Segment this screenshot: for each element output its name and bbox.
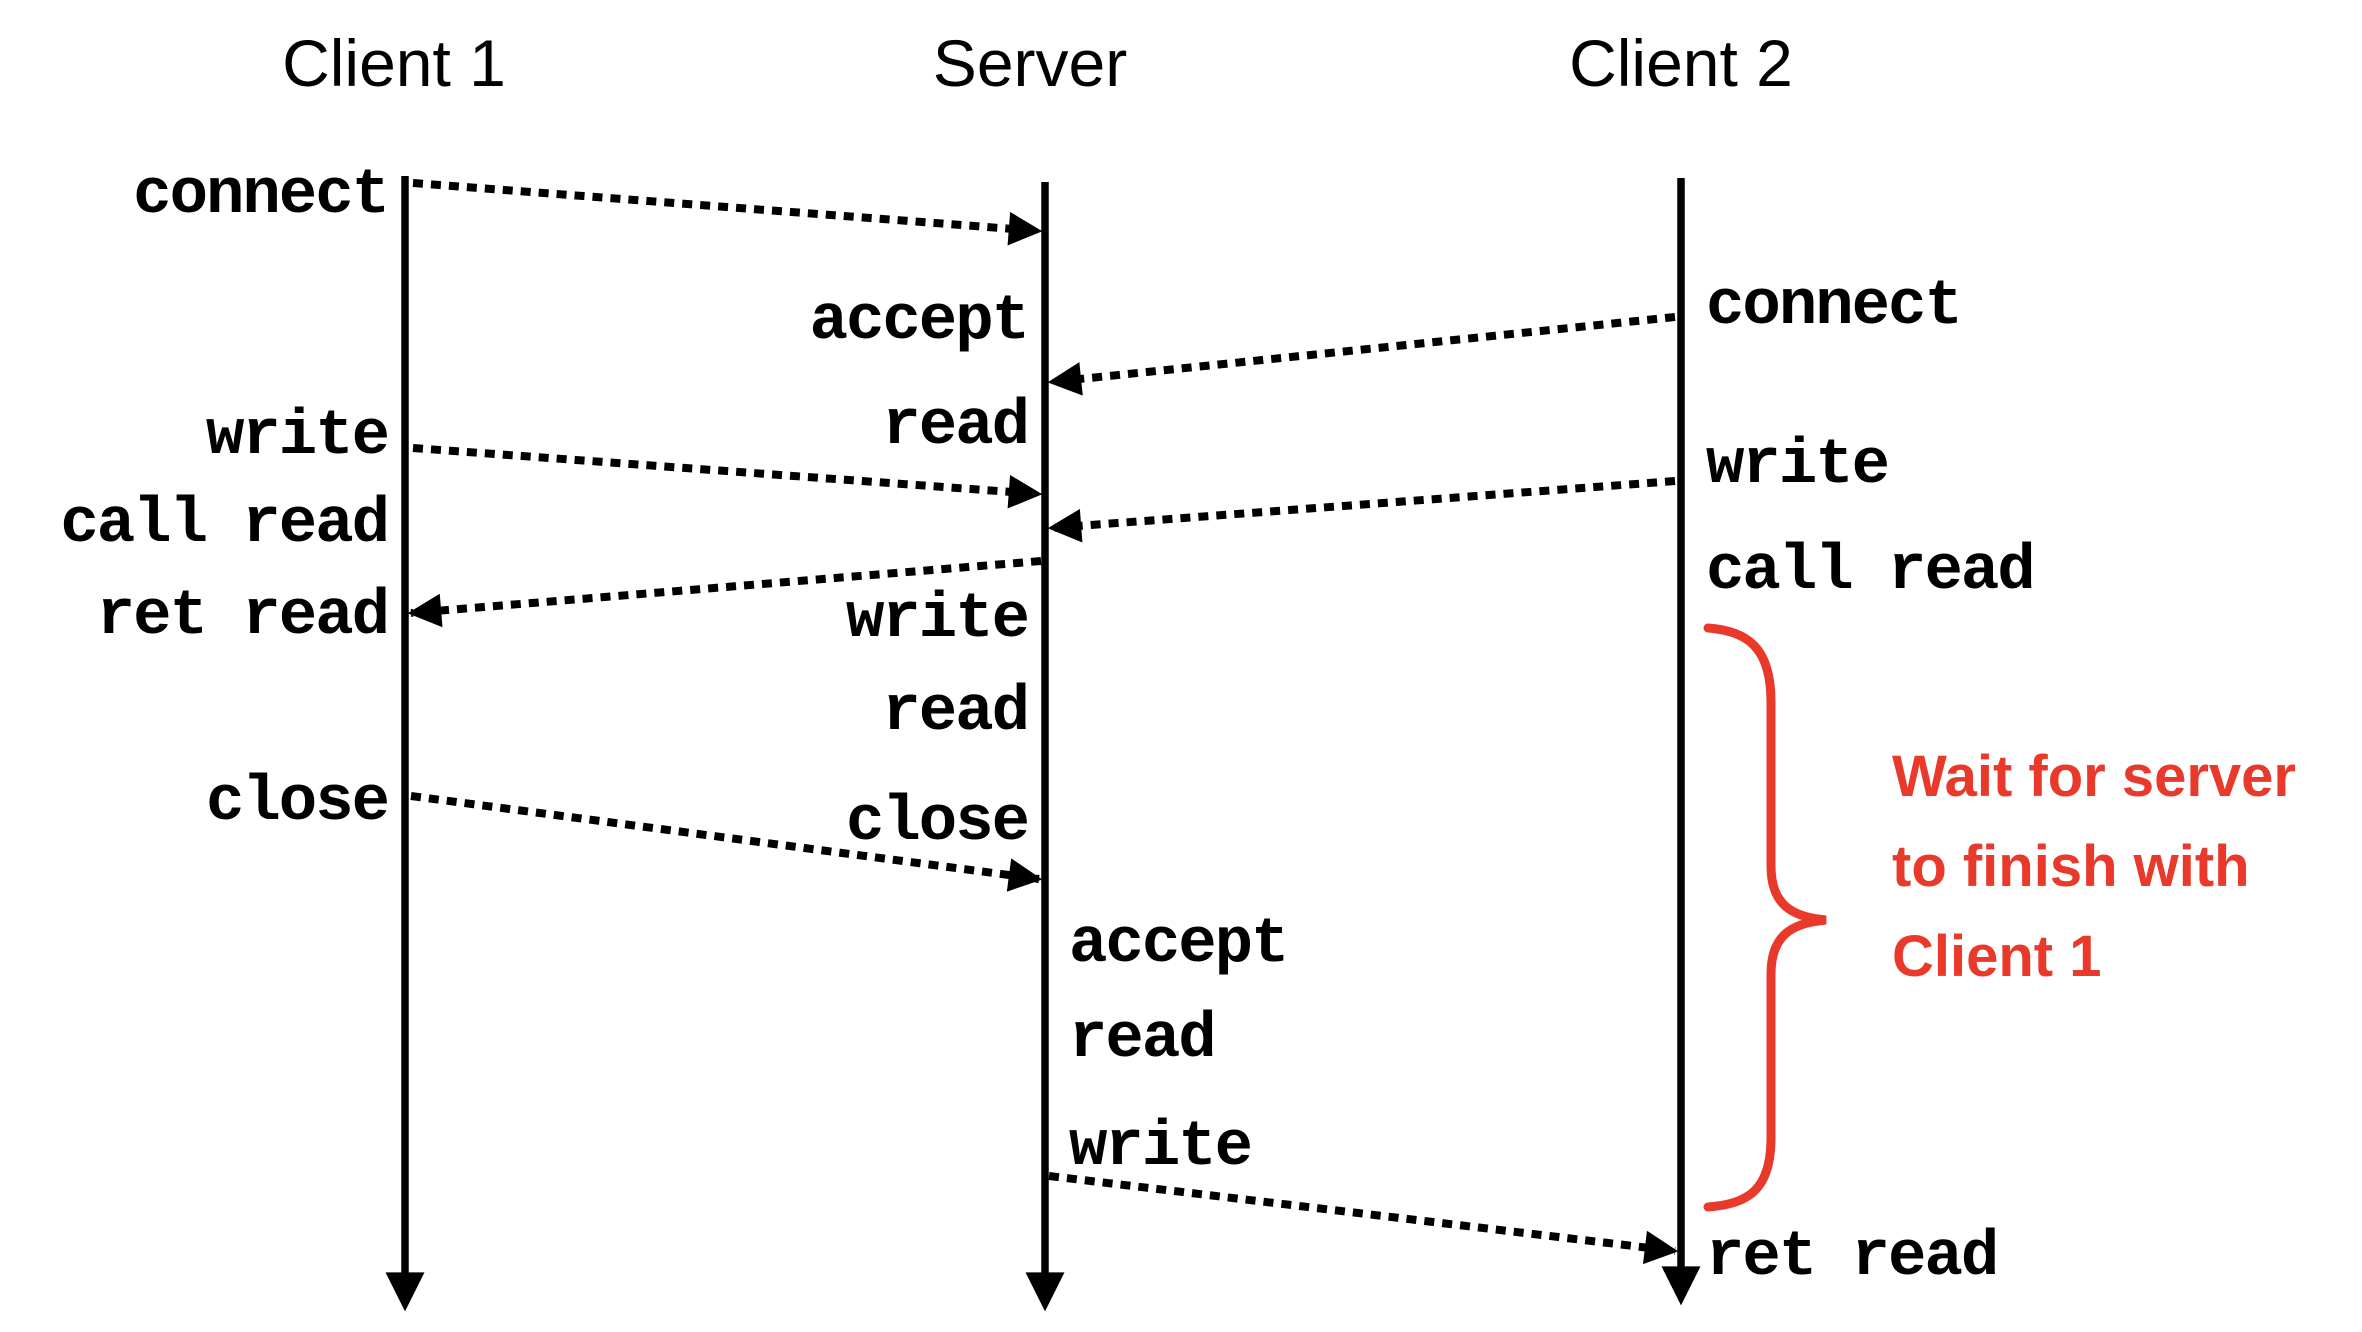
label-server-read2: read <box>882 677 1030 749</box>
arrow-server-write-to-client1 <box>407 557 1042 628</box>
label-server-read1: read <box>882 391 1030 463</box>
lifeline-header-client1: Client 1 <box>282 26 506 100</box>
arrow-client1-write <box>412 444 1043 509</box>
label-client2-write: write <box>1706 430 1890 502</box>
label-server-accept2: accept <box>1069 909 1289 981</box>
label-client2-call-read: call read <box>1706 536 2036 608</box>
label-client2-ret-read: ret read <box>1706 1222 1999 1294</box>
lifeline-header-server: Server <box>932 26 1128 100</box>
label-client1-call-read: call read <box>60 489 390 561</box>
label-server-close: close <box>845 787 1030 859</box>
arrow-server-write-to-client2 <box>1048 1172 1679 1265</box>
label-server-write2: write <box>1069 1112 1253 1184</box>
wait-annotation-line3: Client 1 <box>1892 924 2102 989</box>
label-client1-close: close <box>205 767 390 839</box>
label-client1-connect: connect <box>133 160 390 232</box>
label-client1-ret-read: ret read <box>96 581 390 653</box>
wait-brace <box>1703 623 1827 1212</box>
lifeline-header-client2: Client 2 <box>1569 26 1793 100</box>
label-client1-write: write <box>205 401 390 473</box>
label-server-read3: read <box>1069 1004 1217 1076</box>
wait-annotation-line2: to finish with <box>1892 834 2250 899</box>
arrow-client2-connect <box>1047 313 1676 396</box>
arrow-client1-close <box>410 792 1043 892</box>
wait-annotation-line1: Wait for server <box>1892 744 2296 809</box>
label-server-accept1: accept <box>809 286 1030 358</box>
label-server-write1: write <box>845 584 1030 656</box>
wait-annotation: Wait for server to finish with Client 1 <box>1892 732 2296 1002</box>
arrow-client2-write <box>1047 477 1676 543</box>
label-client2-connect: connect <box>1706 271 1963 343</box>
arrow-client1-connect <box>412 179 1043 246</box>
